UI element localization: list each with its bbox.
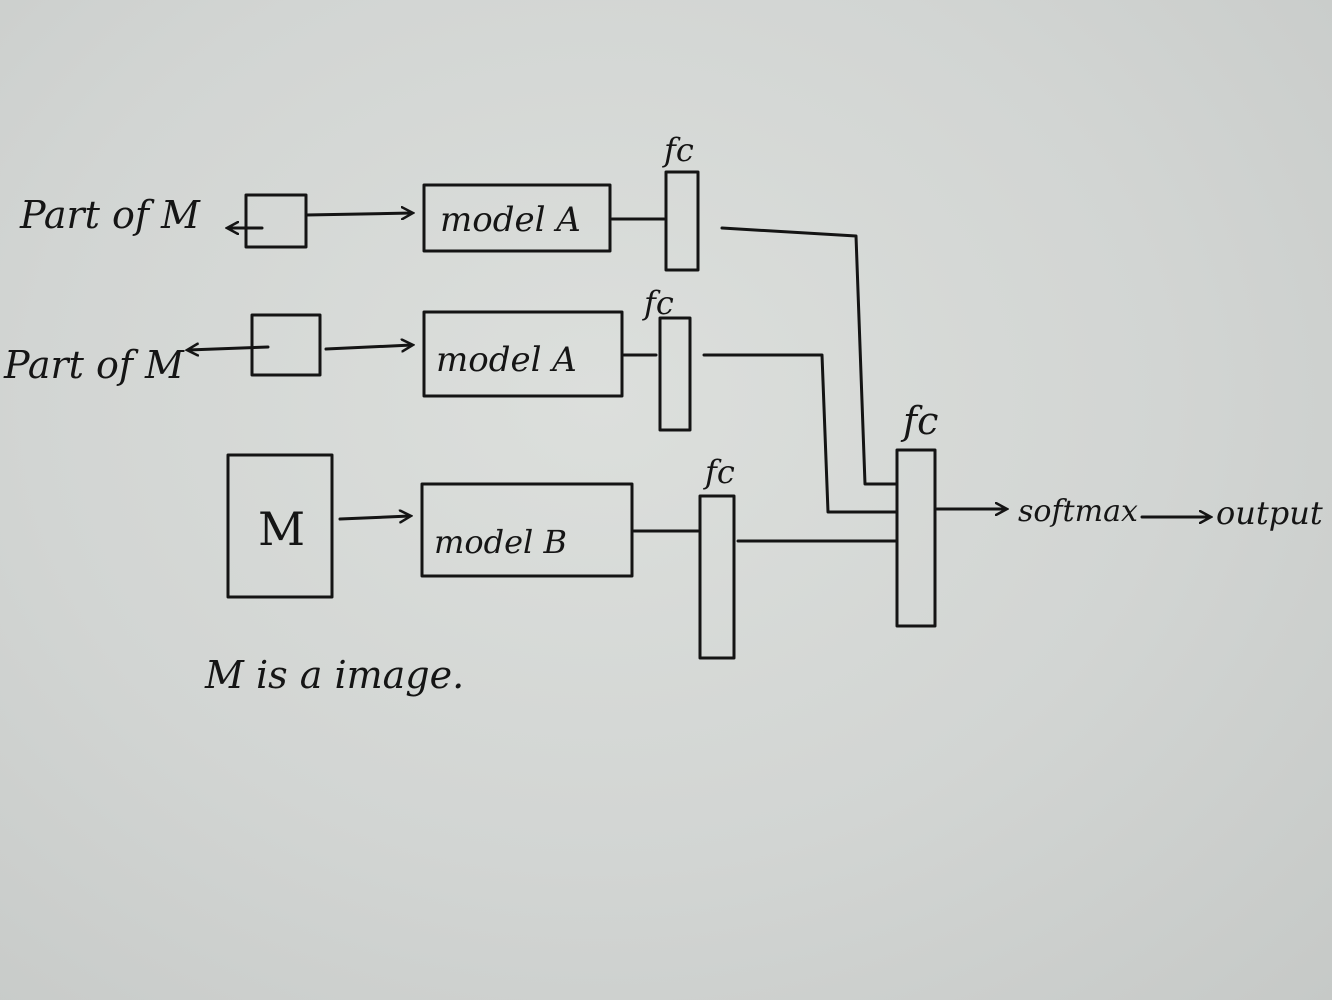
arrow-M-to-modelB: [338, 516, 410, 519]
model-label-3: model B: [434, 523, 567, 561]
fc-label-3: fc: [705, 453, 735, 491]
fc-label-1: fc: [664, 131, 694, 169]
fc-bar-2: [658, 316, 692, 432]
arrow-crop2-to-modelA2: [324, 345, 412, 349]
softmax-label: softmax: [1018, 494, 1138, 529]
fc-bar-3: [698, 494, 736, 660]
crop-box-1: [244, 193, 308, 249]
input-label-M: M: [258, 502, 306, 556]
model-label-1: model A: [440, 200, 581, 240]
input-label-1: Part of M: [20, 193, 200, 237]
fc-label-final: fc: [903, 399, 939, 443]
line-fc1-to-fcfinal: [720, 226, 898, 486]
arrow-crop1-to-modelA1: [304, 213, 412, 215]
output-label: output: [1216, 494, 1323, 532]
crop-box-2: [250, 313, 322, 377]
model-box-1: [422, 183, 612, 253]
line-fc2-to-fcfinal: [702, 353, 898, 514]
image-box-M: [226, 453, 334, 599]
fc-bar-1: [664, 170, 700, 272]
model-box-3: [420, 482, 634, 578]
input-label-2: Part of M: [4, 343, 184, 387]
model-box-2: [422, 310, 624, 398]
fc-label-2: fc: [644, 284, 674, 322]
note-label: M is a image.: [205, 653, 465, 697]
model-label-2: model A: [436, 340, 577, 380]
fc-bar-final: [895, 448, 937, 628]
crop-arrow-2: [188, 347, 270, 350]
